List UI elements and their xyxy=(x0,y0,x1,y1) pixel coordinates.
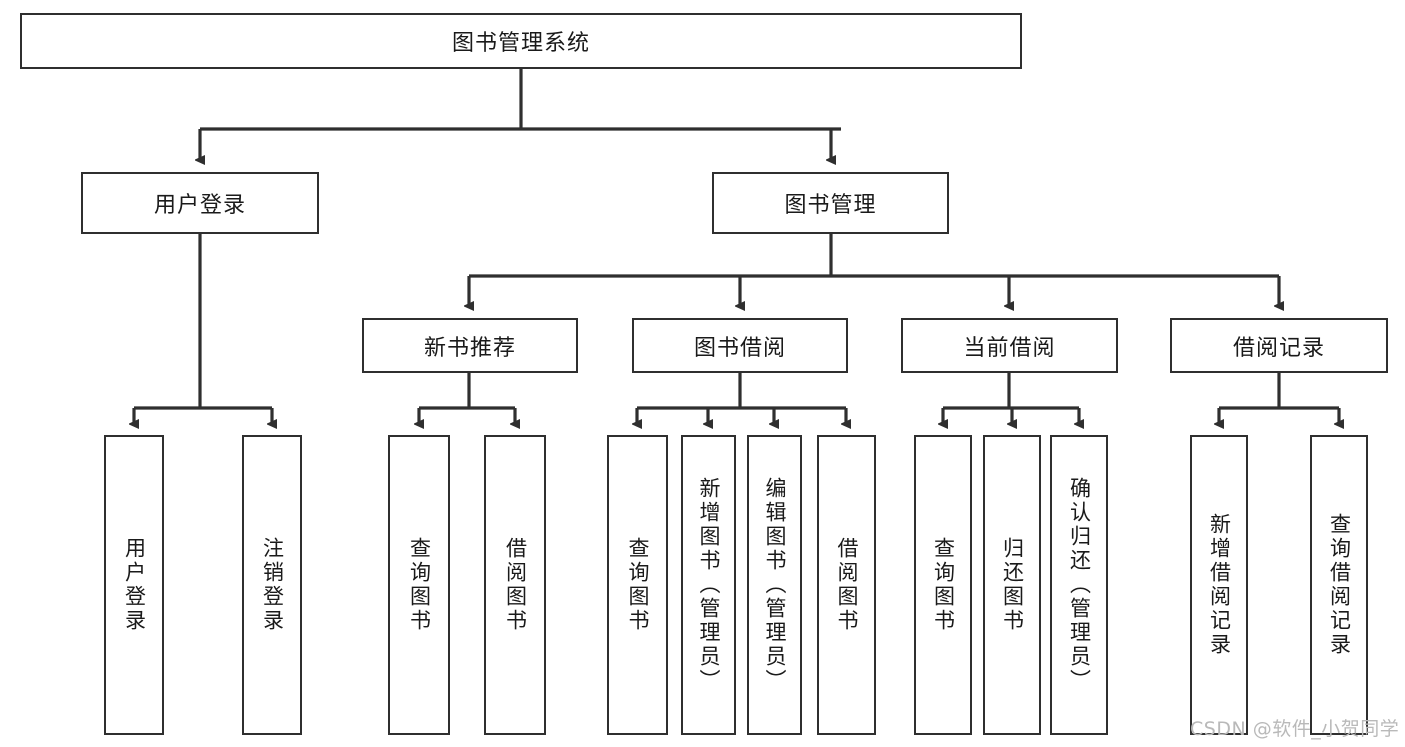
csdn-watermark: CSDN @软件_小贺同学 xyxy=(1190,718,1400,740)
leaf-user-login[interactable]: 用户登录 xyxy=(104,435,164,735)
node-user-login[interactable]: 用户登录 xyxy=(81,172,319,234)
node-book-manage[interactable]: 图书管理 xyxy=(712,172,949,234)
node-current-borrow-label: 当前借阅 xyxy=(963,335,1056,361)
leaf-query-record[interactable]: 查询借阅记录 xyxy=(1310,435,1368,735)
leaf-logout[interactable]: 注销登录 xyxy=(242,435,302,735)
leaf-query-book-2[interactable]: 查询图书 xyxy=(607,435,668,735)
leaf-edit-book-label: 编辑图书（管理员） xyxy=(763,477,787,693)
node-book-borrow-label: 图书借阅 xyxy=(693,335,786,361)
node-current-borrow[interactable]: 当前借阅 xyxy=(901,318,1118,373)
leaf-add-record[interactable]: 新增借阅记录 xyxy=(1190,435,1248,735)
leaf-query-book-3[interactable]: 查询图书 xyxy=(914,435,972,735)
node-borrow-record-label: 借阅记录 xyxy=(1232,335,1325,361)
node-book-manage-label: 图书管理 xyxy=(784,193,877,218)
leaf-borrow-book-2-label: 借阅图书 xyxy=(835,537,859,633)
leaf-confirm-return[interactable]: 确认归还（管理员） xyxy=(1050,435,1108,735)
leaf-confirm-return-label: 确认归还（管理员） xyxy=(1067,477,1092,693)
leaf-return-book-label: 归还图书 xyxy=(1000,537,1025,633)
leaf-borrow-book-1-label: 借阅图书 xyxy=(503,537,528,633)
leaf-borrow-book-1[interactable]: 借阅图书 xyxy=(484,435,546,735)
leaf-edit-book[interactable]: 编辑图书（管理员） xyxy=(747,435,802,735)
node-root-label: 图书管理系统 xyxy=(451,31,590,56)
node-user-login-label: 用户登录 xyxy=(153,193,246,218)
leaf-return-book[interactable]: 归还图书 xyxy=(983,435,1041,735)
leaf-query-book-2-label: 查询图书 xyxy=(626,537,650,633)
node-book-borrow[interactable]: 图书借阅 xyxy=(632,318,848,373)
node-borrow-record[interactable]: 借阅记录 xyxy=(1170,318,1388,373)
node-new-book-recommend[interactable]: 新书推荐 xyxy=(362,318,578,373)
node-new-book-recommend-label: 新书推荐 xyxy=(423,335,516,361)
leaf-add-book[interactable]: 新增图书（管理员） xyxy=(681,435,736,735)
leaf-borrow-book-2[interactable]: 借阅图书 xyxy=(817,435,876,735)
leaf-logout-label: 注销登录 xyxy=(260,537,285,633)
leaf-query-book-1[interactable]: 查询图书 xyxy=(388,435,450,735)
leaf-query-book-1-label: 查询图书 xyxy=(407,537,432,633)
leaf-query-book-3-label: 查询图书 xyxy=(931,537,956,633)
leaf-query-record-label: 查询借阅记录 xyxy=(1327,513,1352,657)
leaf-user-login-label: 用户登录 xyxy=(122,537,147,633)
node-root[interactable]: 图书管理系统 xyxy=(20,13,1022,69)
leaf-add-book-label: 新增图书（管理员） xyxy=(697,477,721,693)
leaf-add-record-label: 新增借阅记录 xyxy=(1207,513,1232,657)
